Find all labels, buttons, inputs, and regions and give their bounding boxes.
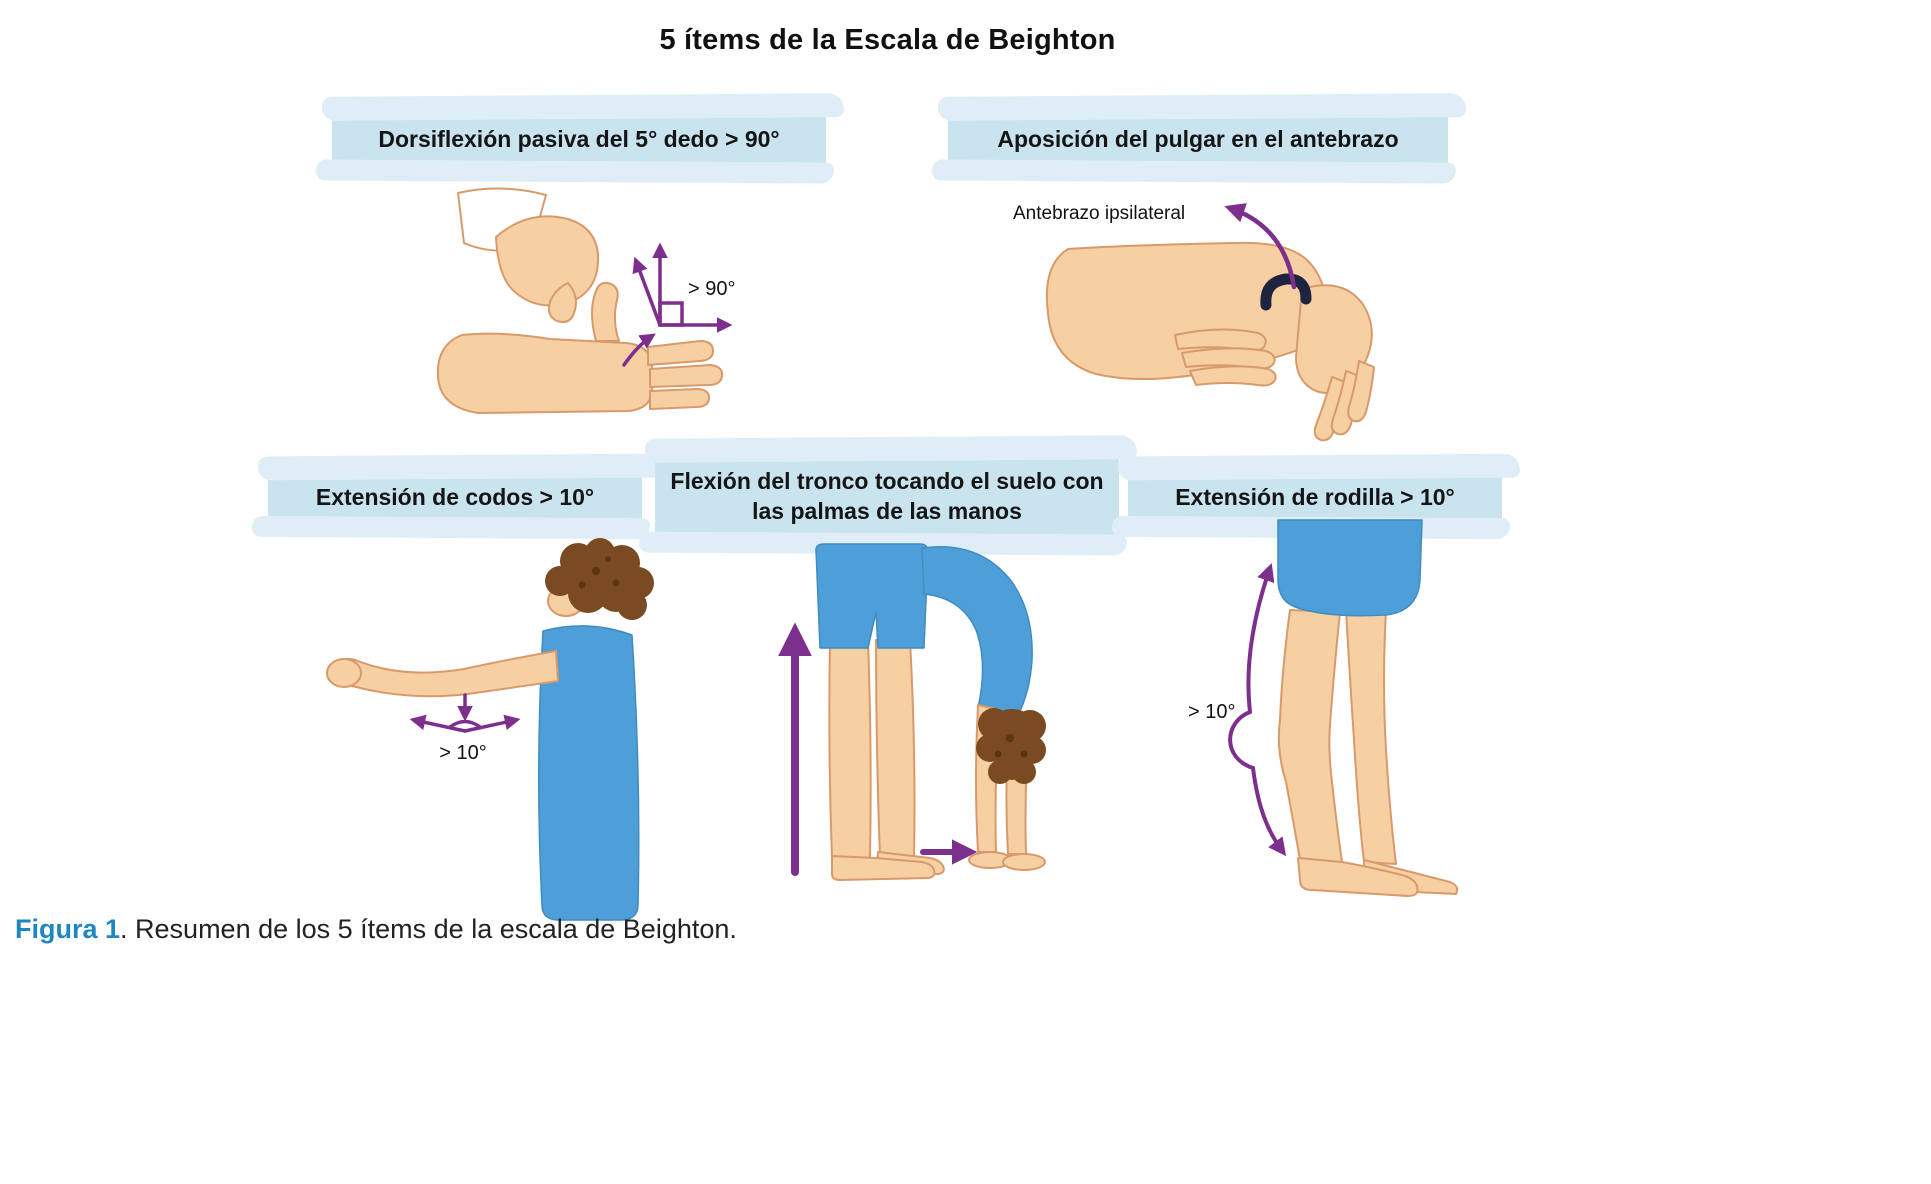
right-angle-marker	[658, 301, 684, 327]
elbow-extension-illustration: > 10°	[326, 538, 654, 921]
panel-header-knee-extension: Extensión de rodilla > 10°	[1128, 470, 1502, 524]
panel-header-trunk-flexion: Flexión del tronco tocando el suelo con …	[655, 452, 1119, 540]
panel-header-pinky-dorsiflexion: Dorsiflexión pasiva del 5° dedo > 90°	[332, 110, 826, 168]
extended-arm	[336, 650, 559, 698]
motion-arrow	[1224, 203, 1297, 290]
direction-arrows	[778, 622, 978, 876]
panel-label: Flexión del tronco tocando el suelo con …	[670, 467, 1104, 524]
pressing-index-finger	[547, 282, 577, 323]
flexed-hand	[1295, 284, 1375, 442]
angle-value-label: > 10°	[1188, 701, 1235, 723]
panel-label: Aposición del pulgar en el antebrazo	[997, 125, 1399, 152]
front-leg	[828, 639, 872, 859]
angle-value-label: > 10°	[439, 742, 486, 764]
shorts	[815, 543, 929, 649]
angle-value-label: > 90°	[688, 278, 735, 300]
pressing-hand	[457, 187, 600, 323]
panel-label: Extensión de rodilla > 10°	[1175, 483, 1455, 510]
person-side-view	[326, 538, 654, 921]
front-foot	[831, 855, 936, 881]
figure-caption: Figura 1. Resumen de los 5 ítems de la e…	[15, 914, 737, 945]
angle-annotation-arrows	[409, 693, 521, 733]
curly-hair-head-down	[976, 708, 1046, 784]
back-leg	[875, 639, 916, 859]
person-bending-forward	[815, 543, 1046, 881]
back-leg	[1345, 609, 1397, 865]
pinky-dorsiflexion-illustration: > 90°	[436, 187, 735, 414]
front-leg	[1277, 609, 1343, 863]
knee-extension-illustration: > 10°	[1188, 519, 1459, 897]
grasping-fingers	[1174, 328, 1277, 387]
caption-text: . Resumen de los 5 ítems de la escala de…	[120, 914, 737, 944]
forearm-label: Antebrazo ipsilateral	[1013, 203, 1186, 224]
motion-arrow	[622, 333, 656, 367]
thumb-apposition-illustration	[1045, 203, 1375, 442]
leg-side-view	[1277, 519, 1459, 897]
caption-figure-label: Figura 1	[15, 914, 121, 944]
panel-label: Extensión de codos > 10°	[315, 483, 595, 510]
fist	[326, 658, 362, 688]
figure-title: 5 ítems de la Escala de Beighton	[659, 24, 1116, 56]
angle-annotation-arrows	[622, 242, 733, 367]
thumb-pressed-dark	[1260, 273, 1312, 311]
front-foot	[1297, 857, 1419, 897]
panel-header-thumb-apposition: Aposición del pulgar en el antebrazo	[948, 110, 1448, 168]
torso-shirt	[921, 545, 1033, 716]
hand-back	[1002, 853, 1046, 871]
panel-header-elbow-extension: Extensión de codos > 10°	[268, 470, 642, 524]
shorts	[1277, 519, 1423, 617]
lower-hand	[436, 281, 724, 414]
panel-label: Dorsiflexión pasiva del 5° dedo > 90°	[378, 125, 780, 152]
raised-pinky-finger	[591, 281, 620, 342]
hyperextension-arc-arrows	[1228, 563, 1287, 857]
trunk-flexion-illustration	[778, 543, 1046, 881]
torso-shirt	[537, 625, 640, 921]
curly-hair	[545, 538, 654, 620]
